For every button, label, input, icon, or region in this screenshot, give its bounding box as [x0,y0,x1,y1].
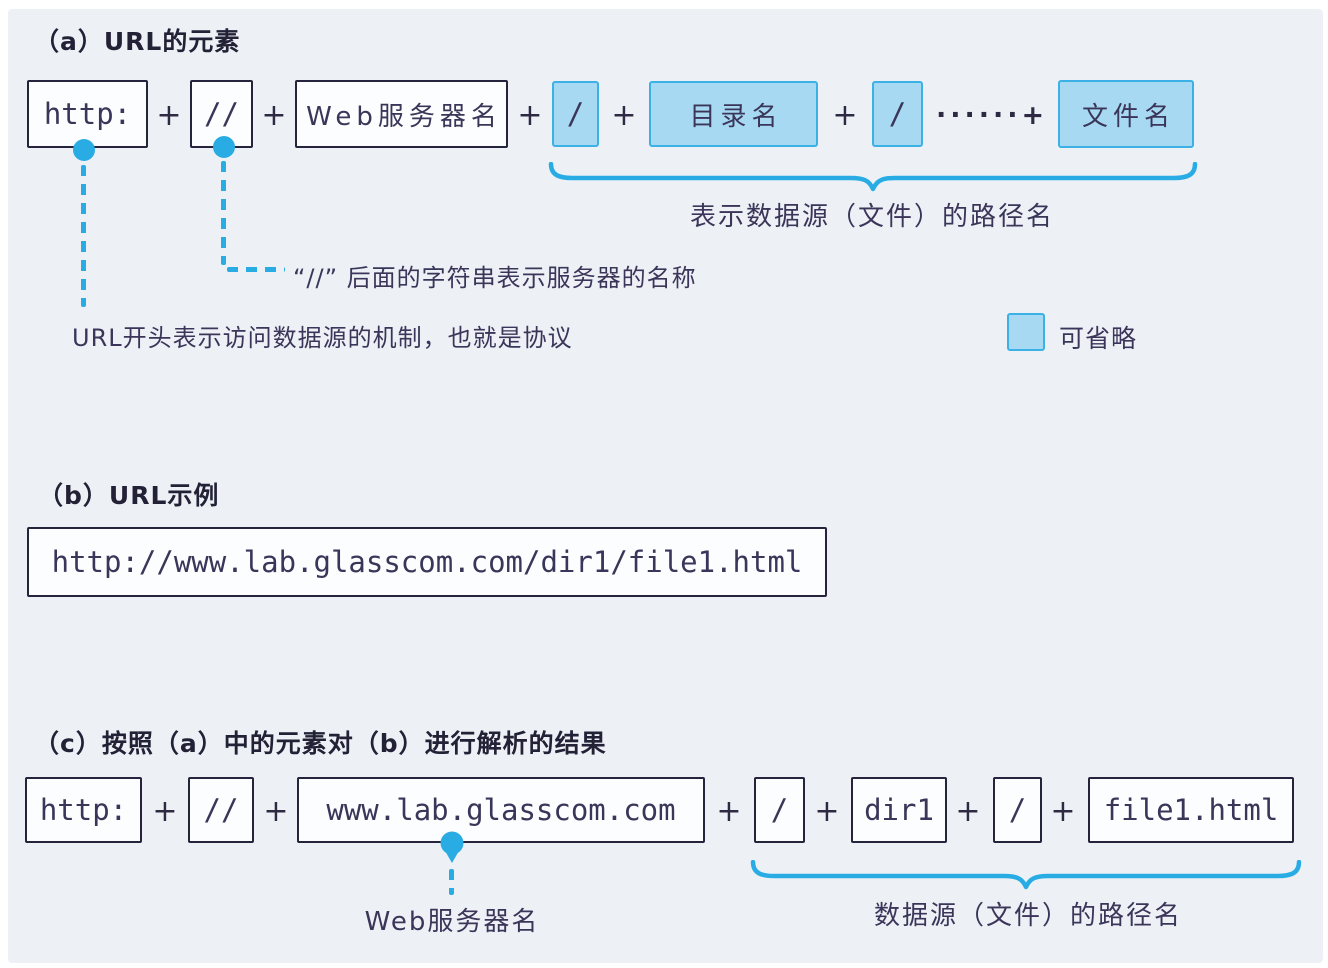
underbrace-icon [548,162,1198,192]
plus-separator: + [152,794,178,829]
section-c-title: （c）按照（a）中的元素对（b）进行解析的结果 [34,729,607,758]
section-b-title: （b）URL示例 [38,481,220,510]
dotted-line [227,267,285,272]
plus-separator: + [955,794,981,829]
web-server-name-label: Web服务器名 [364,907,540,937]
element-box-slash-optional: / [552,81,599,147]
ellipsis-plus-separator: ······+ [936,100,1049,131]
dotted-line [221,161,226,265]
optional-legend-label: 可省略 [1059,324,1138,353]
parsed-box-directory: dir1 [851,777,947,843]
optional-legend-swatch [1007,313,1045,351]
connector-dot-icon [213,136,235,158]
protocol-note: URL开头表示访问数据源的机制，也就是协议 [72,324,573,352]
plus-separator: + [611,98,637,133]
parsed-box-slash: / [993,777,1042,843]
plus-separator: + [261,98,287,133]
server-note: “//” 后面的字符串表示服务器的名称 [293,264,697,292]
plus-separator: + [1050,794,1076,829]
element-box-web-server-name: Web服务器名 [295,80,508,148]
connector-dot-icon [73,139,95,161]
section-a-title: （a）URL的元素 [34,27,241,56]
element-box-slash-optional: / [872,81,923,147]
plus-separator: + [517,98,543,133]
plus-separator: + [716,794,742,829]
parsed-box-http-scheme: http: [25,777,142,843]
element-box-file-name: 文件名 [1058,80,1194,148]
parsed-box-slash: / [754,777,805,843]
parsed-box-file: file1.html [1088,777,1294,843]
parsed-box-host-name: www.lab.glasscom.com [297,777,705,843]
parsed-path-brace-label: 数据源（文件）的路径名 [873,901,1183,931]
parsed-box-double-slash: // [188,777,254,843]
dotted-line [449,869,454,895]
plus-separator: + [832,98,858,133]
plus-separator: + [263,794,289,829]
path-brace-label: 表示数据源（文件）的路径名 [689,202,1055,232]
plus-separator: + [156,98,182,133]
url-example-box: http://www.lab.glasscom.com/dir1/file1.h… [27,527,827,597]
plus-separator: + [814,794,840,829]
element-box-double-slash: // [190,80,253,148]
element-box-directory-name: 目录名 [649,81,818,147]
pointer-drop-icon [439,831,465,865]
underbrace-icon [750,860,1302,890]
dotted-line [81,165,86,307]
element-box-http-scheme: http: [27,80,148,148]
